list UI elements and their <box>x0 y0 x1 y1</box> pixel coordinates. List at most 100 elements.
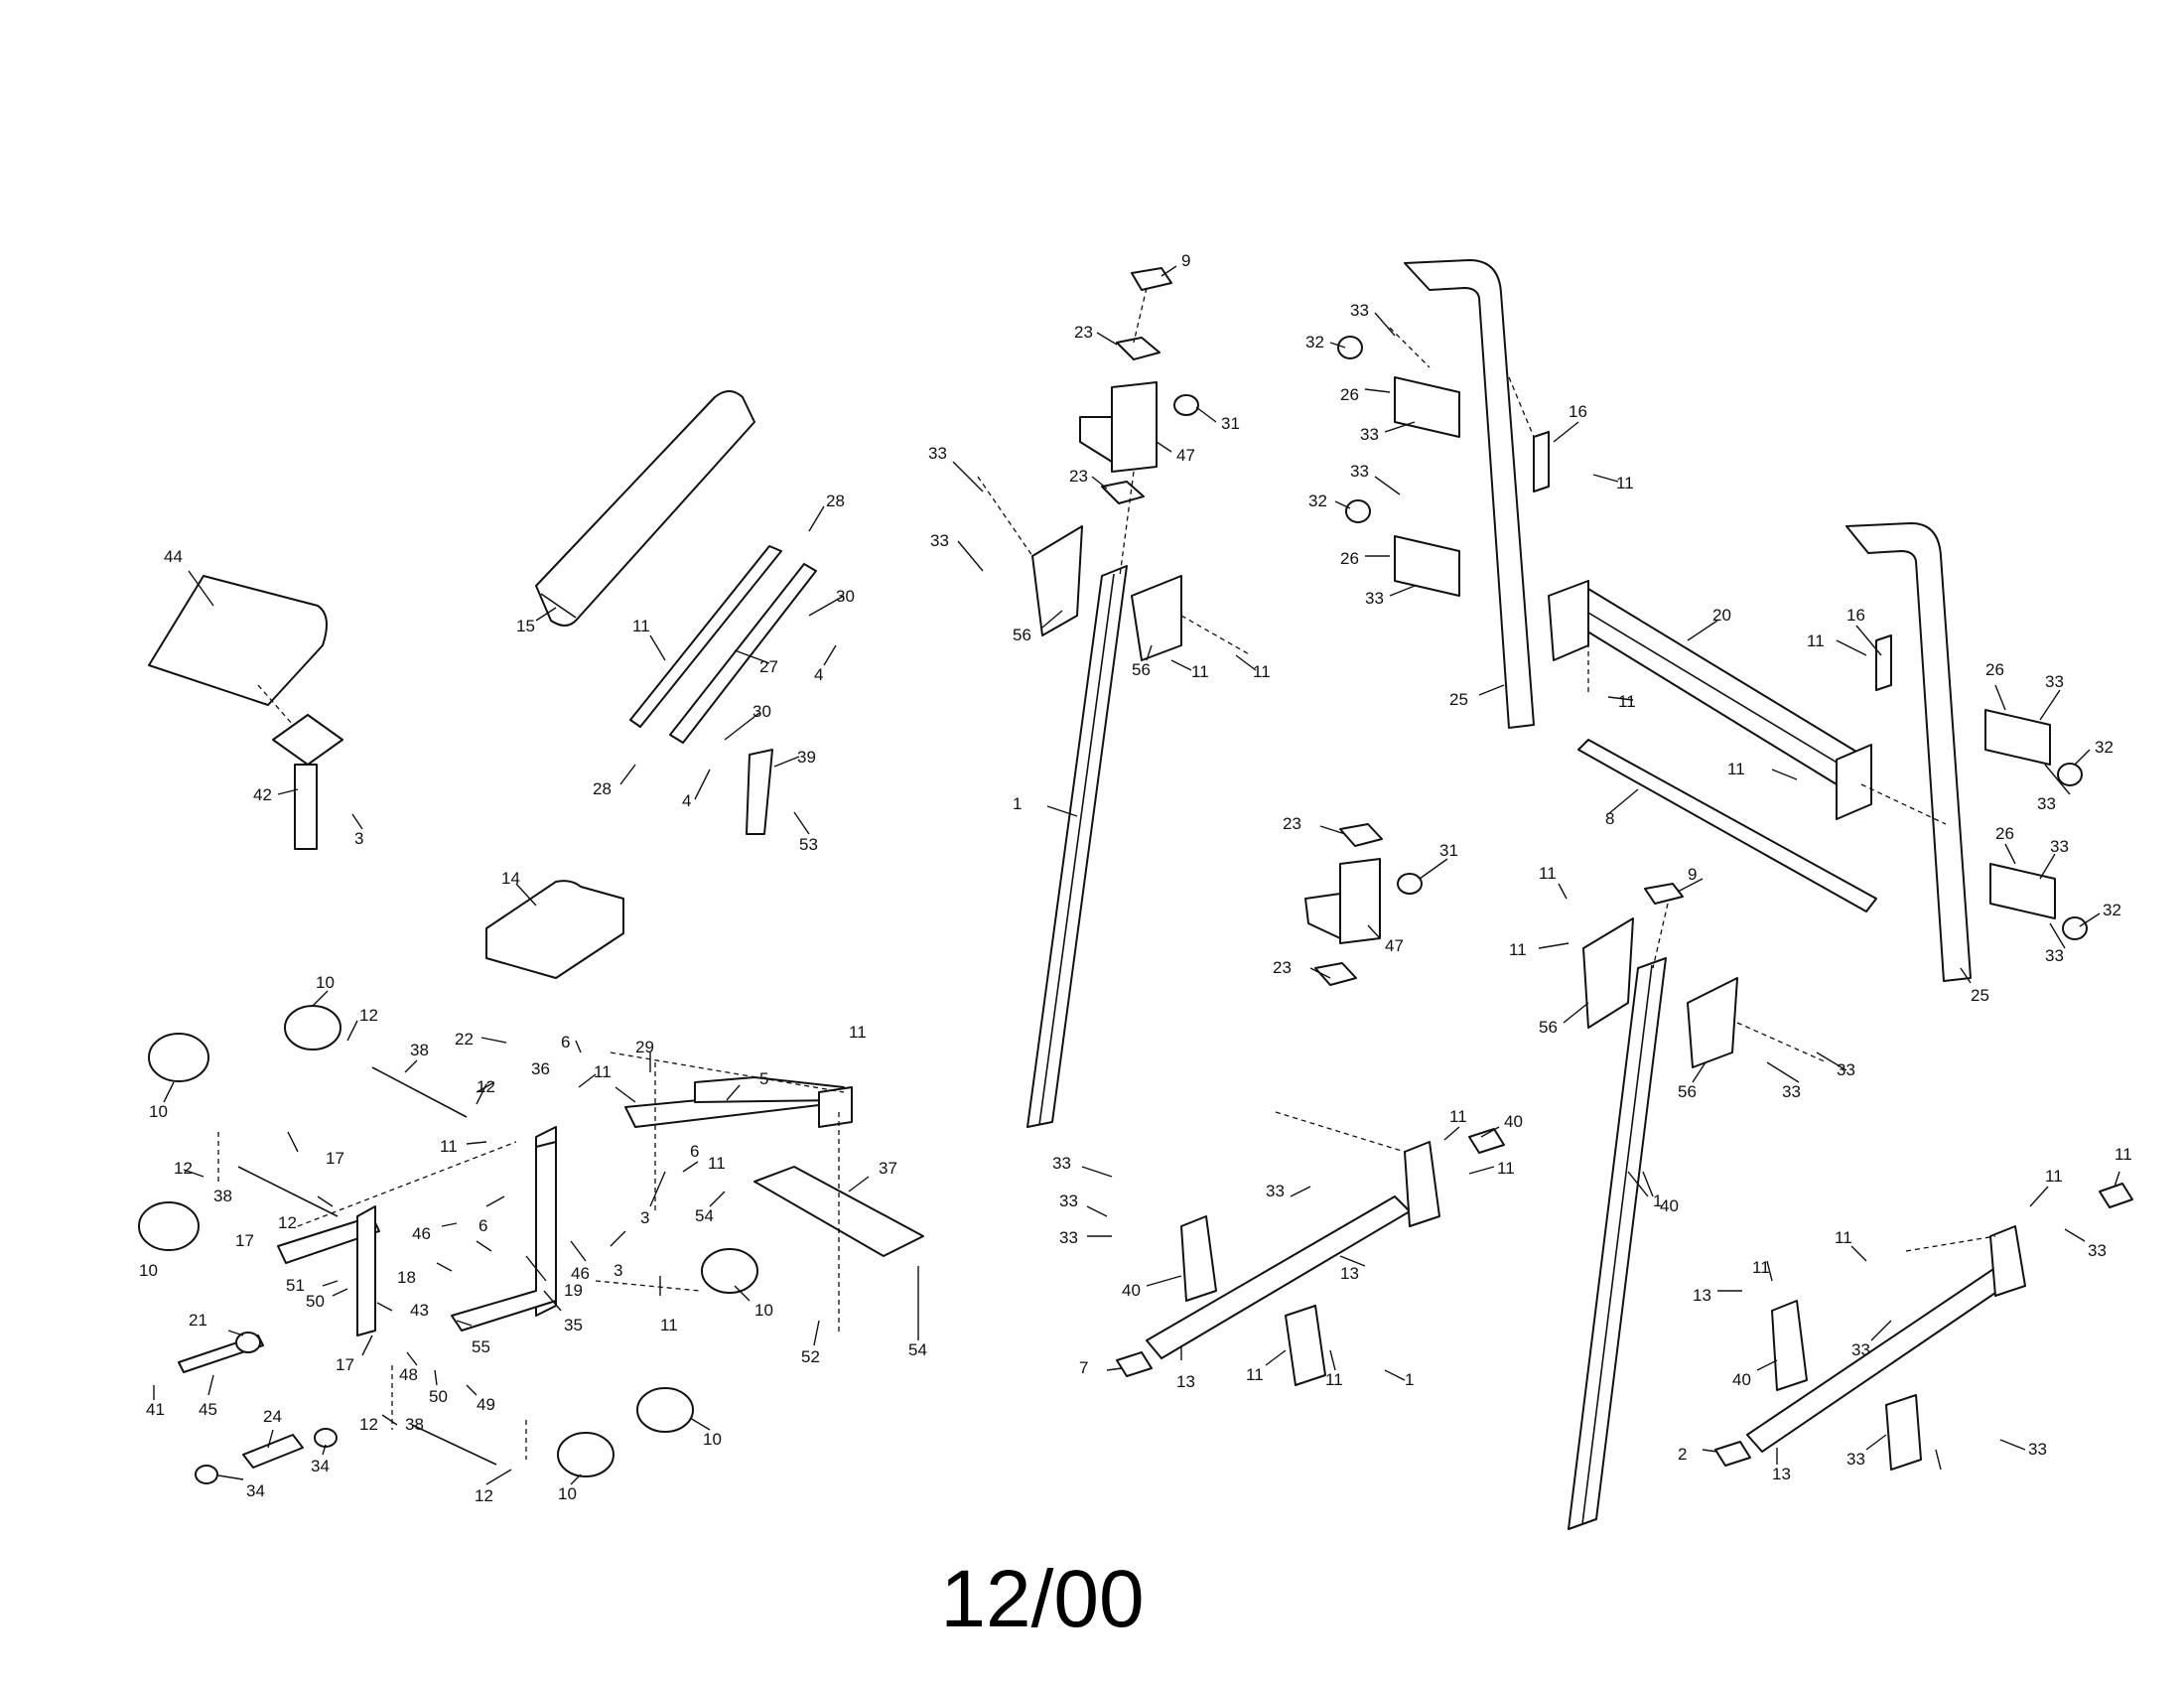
roller-cap <box>195 1465 218 1484</box>
callout: 25 <box>1449 690 1468 709</box>
callout: 11 <box>1618 692 1636 711</box>
callout: 7 <box>1079 1358 1088 1377</box>
callout: 11 <box>1807 632 1825 650</box>
callout: 47 <box>1385 936 1404 955</box>
hook <box>1304 893 1341 939</box>
preacher-post <box>294 764 318 850</box>
seat-plate <box>818 1086 853 1128</box>
callout: 40 <box>1660 1196 1679 1215</box>
leg-lever-frame <box>451 1141 557 1332</box>
weight-horn <box>1394 376 1460 438</box>
callout: 33 <box>2037 794 2056 813</box>
callout: 55 <box>472 1337 490 1356</box>
callout: 11 <box>1325 1370 1343 1389</box>
callout: 16 <box>1846 606 1865 625</box>
callout: 4 <box>682 791 691 810</box>
callout: 11 <box>1497 1159 1515 1178</box>
callout: 33 <box>1052 1154 1071 1173</box>
callout: 30 <box>836 587 855 606</box>
callout: 11 <box>1835 1228 1852 1247</box>
callout: 33 <box>1059 1192 1078 1210</box>
preacher-plate <box>272 714 343 766</box>
callout: 33 <box>930 531 949 550</box>
callout: 44 <box>164 547 183 566</box>
callout: 11 <box>1539 864 1557 883</box>
callout: 5 <box>759 1069 768 1088</box>
callout: 32 <box>2095 738 2114 757</box>
callout: 16 <box>1569 402 1587 421</box>
callout: 47 <box>1176 446 1195 465</box>
callout: 38 <box>410 1041 429 1059</box>
callout: 4 <box>814 665 823 684</box>
base-plate <box>1989 1225 2026 1297</box>
callout: 43 <box>410 1301 429 1320</box>
callout: 28 <box>593 779 612 798</box>
base-plate <box>1285 1305 1326 1386</box>
callout: 49 <box>477 1395 495 1414</box>
callout: 1 <box>1013 794 1022 813</box>
callout: 20 <box>1712 606 1731 625</box>
axle-collar <box>235 1332 261 1353</box>
crossbar-end-plate <box>1548 580 1589 661</box>
callout: 26 <box>1995 824 2014 843</box>
callout: 11 <box>1509 940 1527 959</box>
callout: 54 <box>908 1340 927 1359</box>
horn-cap <box>2062 916 2088 940</box>
callout: 33 <box>1782 1082 1801 1101</box>
callout: 28 <box>826 491 845 510</box>
bushing <box>1116 337 1160 360</box>
callout: 15 <box>516 617 535 635</box>
roller-pad <box>701 1248 758 1294</box>
callout: 23 <box>1074 323 1093 342</box>
callout: 3 <box>354 829 363 848</box>
bushing <box>1101 481 1145 504</box>
callout: 46 <box>412 1224 431 1243</box>
callout: 25 <box>1971 986 1989 1005</box>
callout: 33 <box>1266 1182 1285 1200</box>
end-cap <box>1714 1441 1751 1467</box>
callout: 33 <box>1365 589 1384 608</box>
callout: 33 <box>2088 1241 2107 1260</box>
callout: 11 <box>660 1316 678 1334</box>
crossbar-end-plate <box>1836 744 1872 820</box>
callout: 10 <box>558 1484 577 1503</box>
callout: 31 <box>1439 841 1458 860</box>
knob <box>1173 394 1199 416</box>
horn-cap <box>2057 763 2083 786</box>
callout: 10 <box>149 1102 168 1121</box>
callout: 3 <box>640 1208 649 1227</box>
callout: 12 <box>174 1159 193 1178</box>
callout: 11 <box>594 1062 612 1081</box>
back-pad <box>535 390 755 627</box>
revision-date: 12/00 <box>940 1554 1145 1644</box>
callout: 56 <box>1539 1018 1558 1037</box>
callout: 34 <box>311 1457 330 1475</box>
callout: 40 <box>1732 1370 1751 1389</box>
callout: 8 <box>1605 809 1614 828</box>
adjustment-bracket <box>746 749 773 835</box>
callout: 32 <box>2103 901 2121 919</box>
bushing <box>1339 823 1383 847</box>
base-plate <box>1771 1300 1808 1391</box>
callout: 14 <box>501 869 520 888</box>
callout: 17 <box>326 1149 344 1168</box>
callout: 51 <box>286 1276 305 1295</box>
rod <box>371 1066 468 1118</box>
callout: 11 <box>1616 474 1634 492</box>
callout: 12 <box>359 1006 378 1025</box>
weight-horn <box>1394 535 1460 597</box>
callout: 33 <box>1360 425 1379 444</box>
callout: 53 <box>799 835 818 854</box>
callout: 38 <box>405 1415 424 1434</box>
callout: 30 <box>752 702 771 721</box>
callout: 10 <box>139 1261 158 1280</box>
callout: 33 <box>1350 462 1369 481</box>
back-rail <box>629 545 782 728</box>
roller-pad <box>138 1201 200 1251</box>
callout: 10 <box>316 973 335 992</box>
callout: 33 <box>2045 672 2064 691</box>
callout: 32 <box>1308 491 1327 510</box>
callout: 33 <box>1059 1228 1078 1247</box>
callout: 1 <box>1653 1192 1662 1210</box>
callout: 3 <box>614 1261 622 1280</box>
